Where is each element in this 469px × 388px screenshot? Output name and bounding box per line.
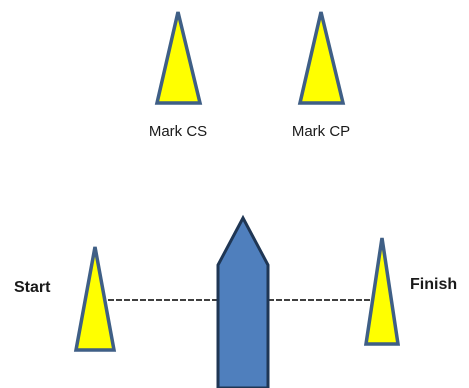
mark-cs-buoy — [154, 11, 203, 105]
mark-cp-buoy — [297, 11, 346, 105]
start-label: Start — [14, 279, 51, 296]
boat-icon — [216, 214, 270, 388]
mark-cs-label: Mark CS — [149, 123, 207, 140]
finish-mark-buoy — [363, 237, 401, 346]
finish-label: Finish — [410, 276, 457, 293]
mark-cp-label: Mark CP — [292, 123, 350, 140]
start-mark-buoy — [73, 246, 117, 352]
